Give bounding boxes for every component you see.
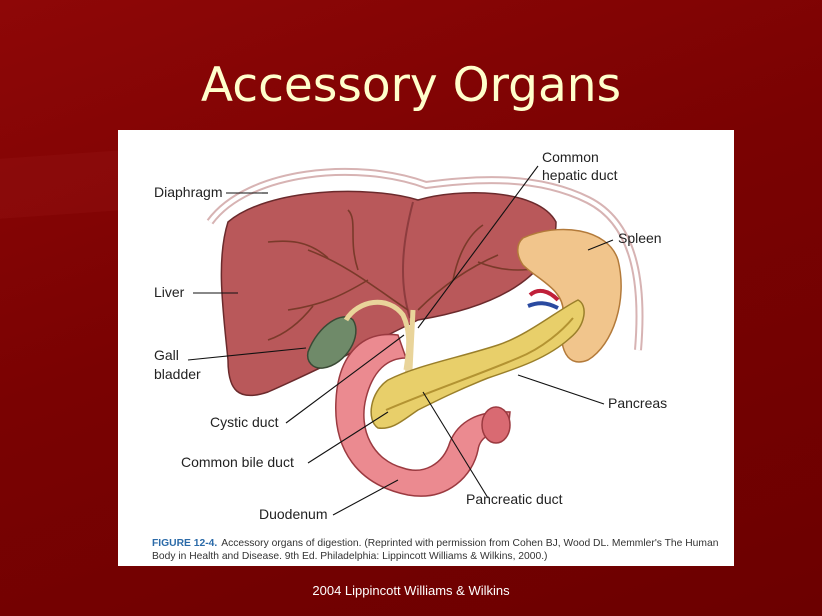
slide-title: Accessory Organs — [200, 58, 622, 113]
anatomy-figure: Diaphragm Liver Gall bladder Cystic duct… — [118, 130, 734, 566]
label-diaphragm: Diaphragm — [154, 184, 222, 200]
label-pancreas: Pancreas — [608, 395, 667, 411]
label-common-bile-duct: Common bile duct — [181, 454, 294, 470]
duodenum-opening — [481, 406, 511, 444]
label-gall-bladder-line1: Gall — [154, 347, 179, 363]
leader-lines — [187, 165, 614, 516]
splenic-vessels — [527, 288, 560, 310]
label-common-hepatic-duct-line1: Common — [542, 149, 599, 165]
pancreas-shape — [370, 299, 585, 429]
label-duodenum: Duodenum — [259, 506, 328, 522]
figure-caption-text: Accessory organs of digestion. (Reprinte… — [152, 538, 719, 562]
label-cystic-duct: Cystic duct — [210, 414, 279, 430]
label-common-hepatic-duct-line2: hepatic duct — [542, 167, 618, 183]
label-liver: Liver — [154, 284, 185, 300]
figure-caption: FIGURE 12-4.Accessory organs of digestio… — [152, 537, 722, 563]
label-spleen: Spleen — [618, 230, 662, 246]
label-pancreatic-duct: Pancreatic duct — [466, 491, 563, 507]
figure-caption-label: FIGURE 12-4. — [152, 538, 218, 549]
digestive-organs-illustration: Diaphragm Liver Gall bladder Cystic duct… — [154, 149, 667, 522]
pancreatic-duct-line — [385, 317, 574, 411]
label-gall-bladder-line2: bladder — [154, 366, 201, 382]
gall-bladder-shape — [306, 316, 357, 369]
spleen-shape — [517, 228, 622, 363]
slide-footer: 2004 Lippincott Williams & Wilkins — [312, 583, 510, 598]
liver-shape — [220, 190, 557, 397]
